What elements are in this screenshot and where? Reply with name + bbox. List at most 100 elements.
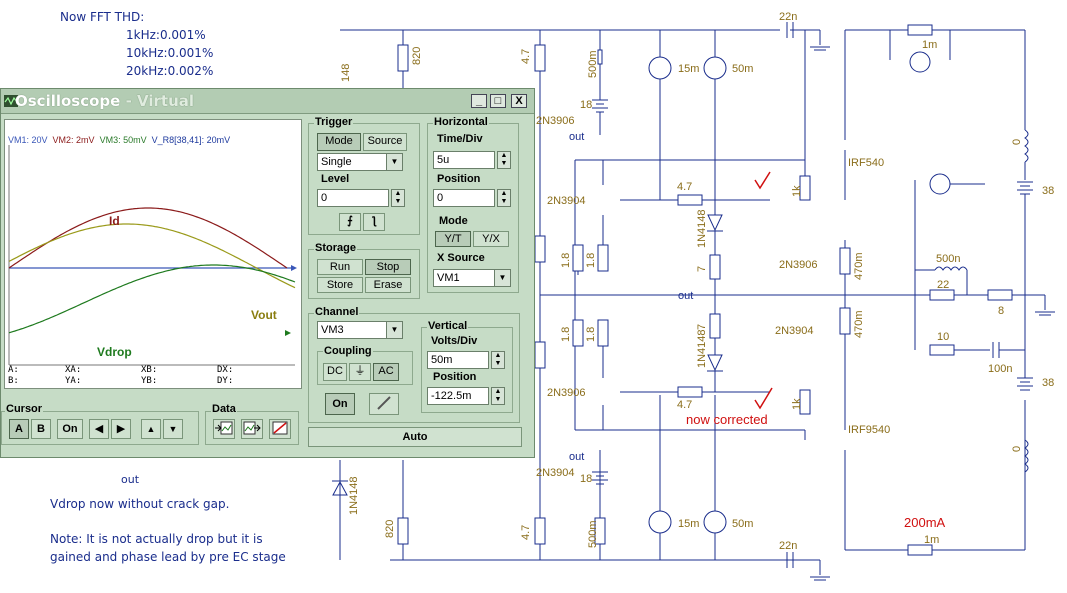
r1-8-c-label: 1.8 <box>560 327 572 342</box>
timediv-label: Time/Div <box>437 133 483 145</box>
spin-down-icon: ▼ <box>494 396 502 403</box>
r470m-a-label: 470m <box>853 252 865 280</box>
trace-vout <box>8 223 296 289</box>
maximize-button[interactable]: □ <box>490 94 506 108</box>
bat38-bot-label: 38 <box>1042 377 1054 389</box>
trigger-mode-select[interactable]: Single▼ <box>317 153 403 171</box>
cursor-title: Cursor <box>5 403 44 415</box>
close-button[interactable]: X <box>511 94 527 108</box>
channel-vm3-label: VM3: 50mV <box>99 135 147 145</box>
c22n-bot-label: 22n <box>779 540 797 552</box>
yt-mode-button[interactable]: Y/T <box>435 231 471 247</box>
timediv-input[interactable]: 5u <box>433 151 495 169</box>
bat18-top-label: 18 <box>580 99 592 111</box>
q2n3904-bot-label: 2N3904 <box>536 467 575 479</box>
v-position-input[interactable]: -122.5m <box>427 387 489 405</box>
trigger-falling-edge-button[interactable]: ƪ <box>363 213 385 231</box>
timediv-spinner[interactable]: ▲▼ <box>497 151 511 169</box>
xsource-select[interactable]: VM1▼ <box>433 269 511 287</box>
trigger-group <box>308 123 420 235</box>
current-200ma-label: 200mA <box>904 515 946 530</box>
minimize-button[interactable]: _ <box>471 94 487 108</box>
data-group <box>205 411 299 445</box>
spin-down-icon: ▼ <box>494 360 502 367</box>
irf540-label: IRF540 <box>848 157 884 169</box>
export-data-icon[interactable] <box>241 419 263 439</box>
h-position-spinner[interactable]: ▲▼ <box>497 189 511 207</box>
i50m-bot-label: 50m <box>732 518 753 530</box>
chevron-down-icon[interactable]: ▼ <box>386 322 402 338</box>
voltsdiv-spinner[interactable]: ▲▼ <box>491 351 505 369</box>
coupling-title: Coupling <box>323 345 373 357</box>
r4-7-c-label: 4.7 <box>677 181 692 193</box>
channel-group <box>308 313 520 423</box>
pen-icon[interactable] <box>369 393 399 415</box>
channel-vm2-label: VM2: 2mV <box>52 135 95 145</box>
v-position-spinner[interactable]: ▲▼ <box>491 387 505 405</box>
r1-8-b-label: 1.8 <box>585 253 597 268</box>
r500m-top-label: 500m <box>587 50 599 78</box>
scope-screen[interactable]: VM1: 20V VM2: 2mV VM3: 50mV V_R8[38,41]:… <box>4 119 302 389</box>
import-data-icon[interactable] <box>213 419 235 439</box>
cursor-on-button[interactable]: On <box>57 419 83 439</box>
auto-button[interactable]: Auto <box>308 427 522 447</box>
cursor-a-button[interactable]: A <box>9 419 29 439</box>
i15m-top-label: 15m <box>678 63 699 75</box>
r1k-a-label: 1k <box>791 185 803 197</box>
q2n3904-mid-label: 2N3904 <box>775 325 814 337</box>
voltsdiv-label: Volts/Div <box>431 335 478 347</box>
spin-up-icon: ▲ <box>494 352 502 359</box>
trigger-source-button[interactable]: Source <box>363 133 407 151</box>
cursor-b: B: <box>8 376 19 386</box>
horizontal-title: Horizontal <box>433 116 489 128</box>
bat18-bot-label: 18 <box>580 473 592 485</box>
ground-coupling-button[interactable]: ⏚ <box>349 363 371 381</box>
cursor-left-icon[interactable]: ◀ <box>89 419 109 439</box>
chevron-down-icon[interactable]: ▼ <box>494 270 510 286</box>
r820-bot-label: 820 <box>384 520 396 538</box>
stop-button[interactable]: Stop <box>365 259 411 275</box>
trigger-mode-button[interactable]: Mode <box>317 133 361 151</box>
oscilloscope-title-bar[interactable]: Oscilloscope - Virtual _ □ X <box>1 89 534 114</box>
i15m-bot-label: 15m <box>678 518 699 530</box>
cursor-ya: YA: <box>65 376 82 386</box>
level-input[interactable]: 0 <box>317 189 389 207</box>
run-button[interactable]: Run <box>317 259 363 275</box>
cursor-right-icon[interactable]: ▶ <box>111 419 131 439</box>
yx-mode-button[interactable]: Y/X <box>473 231 509 247</box>
channel-vr8-label: V_R8[38,41]: 20mV <box>151 135 231 145</box>
cursor-down-icon[interactable]: ▼ <box>163 419 183 439</box>
vertical-title: Vertical <box>427 320 469 332</box>
spin-up-icon: ▲ <box>394 190 402 197</box>
channel-header: VM1: 20V VM2: 2mV VM3: 50mV V_R8[38,41]:… <box>8 135 230 145</box>
q2n3906-top-label: 2N3906 <box>536 115 575 127</box>
trigger-rising-edge-button[interactable]: ⨍ <box>339 213 361 231</box>
channel-on-button[interactable]: On <box>325 393 355 415</box>
bat38-top-label: 38 <box>1042 185 1054 197</box>
ac-coupling-button[interactable]: AC <box>373 363 399 381</box>
r4-7-d-label: 4.7 <box>677 399 692 411</box>
cursor-dy: DY: <box>217 376 234 386</box>
cursor-up-icon[interactable]: ▲ <box>141 419 161 439</box>
erase-button[interactable]: Erase <box>365 277 411 293</box>
fft-title: Now FFT THD: <box>60 10 145 24</box>
dc-coupling-button[interactable]: DC <box>323 363 347 381</box>
cursor-b-button[interactable]: B <box>31 419 51 439</box>
voltsdiv-input[interactable]: 50m <box>427 351 489 369</box>
level-spinner[interactable]: ▲▼ <box>391 189 405 207</box>
h-position-input[interactable]: 0 <box>433 189 495 207</box>
channel-select[interactable]: VM3▼ <box>317 321 403 339</box>
chevron-down-icon[interactable]: ▼ <box>386 154 402 170</box>
spin-up-icon: ▲ <box>500 190 508 197</box>
now-corrected-label: now corrected <box>686 412 768 427</box>
l500n-label: 500n <box>936 253 960 265</box>
clear-data-icon[interactable] <box>269 419 291 439</box>
store-button[interactable]: Store <box>317 277 363 293</box>
r1k-b-label: 1k <box>791 398 803 410</box>
storage-group <box>308 249 420 299</box>
id-trace-label: Id <box>109 214 120 228</box>
spin-down-icon: ▼ <box>394 198 402 205</box>
trace-id <box>8 207 288 269</box>
r820-top-label: 820 <box>411 47 423 65</box>
